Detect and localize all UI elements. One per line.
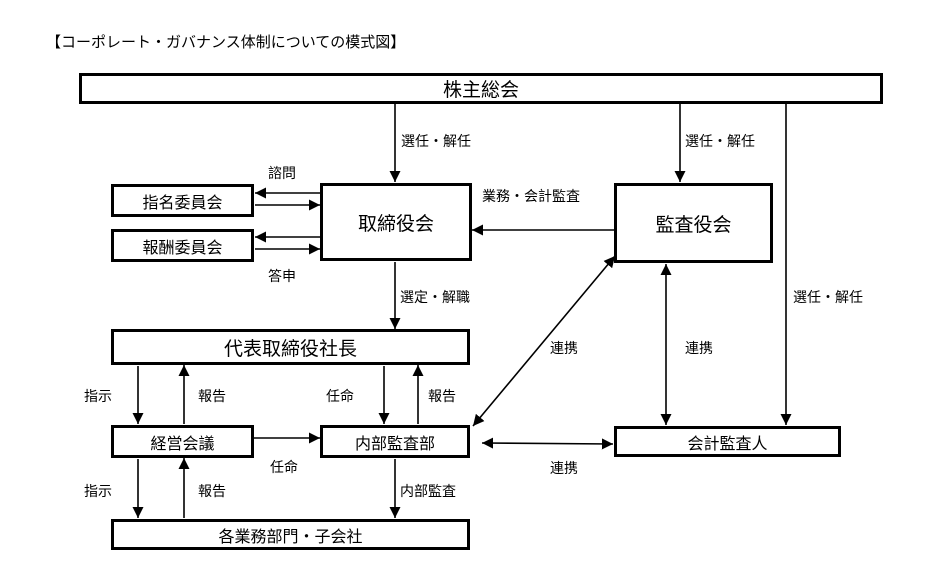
node-nomination-committee: 指名委員会 xyxy=(111,184,254,217)
arrow-internal-accounting-coop xyxy=(481,437,614,450)
label-coop-audit-internal: 連携 xyxy=(550,341,578,357)
label-coop-audit-accounting: 連携 xyxy=(685,341,713,357)
label-audit-to-board: 業務・会計監査 xyxy=(482,189,580,205)
label-president-to-internal: 任命 xyxy=(326,389,354,405)
diagram-title: 【コーポレート・ガバナンス体制についての模式図】 xyxy=(46,33,406,51)
label-internal-to-president: 報告 xyxy=(428,389,456,405)
node-internal-audit-dept: 内部監査部 xyxy=(320,425,470,458)
node-compensation-committee: 報酬委員会 xyxy=(111,229,254,262)
label-consultation: 諮問 xyxy=(268,166,296,182)
arrow-audit-internal-coop xyxy=(472,255,616,427)
label-internal-to-units: 内部監査 xyxy=(400,484,456,500)
node-accounting-auditor: 会計監査人 xyxy=(614,426,841,457)
node-board-of-directors: 取締役会 xyxy=(320,183,472,261)
node-audit-board: 監査役会 xyxy=(614,183,773,263)
node-management-meeting: 経営会議 xyxy=(111,425,254,458)
label-gm-to-board: 選任・解任 xyxy=(401,134,471,150)
label-mgmt-to-units: 指示 xyxy=(84,484,112,500)
label-gm-to-accounting-auditor: 選任・解任 xyxy=(793,290,863,306)
label-coop-internal-accounting: 連携 xyxy=(550,461,578,477)
label-units-to-mgmt: 報告 xyxy=(198,484,226,500)
label-board-to-president: 選定・解職 xyxy=(400,290,470,306)
label-mgmt-to-internal: 任命 xyxy=(270,460,298,476)
label-president-to-mgmt: 指示 xyxy=(84,389,112,405)
label-gm-to-audit-board: 選任・解任 xyxy=(685,134,755,150)
node-shareholders-meeting: 株主総会 xyxy=(79,73,883,104)
node-business-units: 各業務部門・子会社 xyxy=(111,519,470,550)
label-mgmt-to-president: 報告 xyxy=(198,389,226,405)
node-president: 代表取締役社長 xyxy=(111,329,470,365)
label-report-answer: 答申 xyxy=(268,269,296,285)
